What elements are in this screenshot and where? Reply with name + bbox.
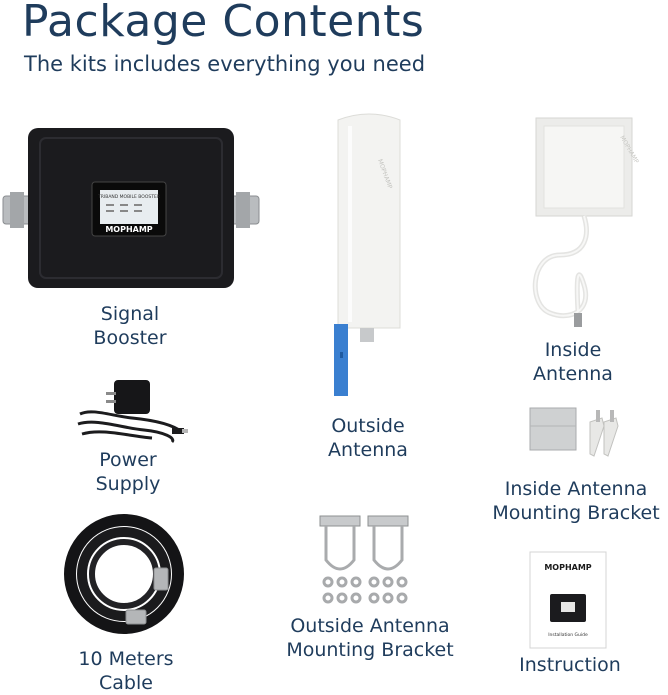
signal-booster-image: TRIBAND MOBILE BOOSTER MOPHAMP (2, 128, 260, 288)
page-subtitle: The kits includes everything you need (24, 52, 426, 76)
booster-brand-text: MOPHAMP (105, 225, 152, 234)
instruction-image: MOPHAMP Installation Guide (529, 551, 607, 649)
outside-antenna-image: MOPHAMP (334, 113, 401, 396)
cable-image (64, 514, 184, 634)
booster-screen-text: TRIBAND MOBILE BOOSTER (97, 194, 160, 200)
manual-guide-text: Installation Guide (548, 632, 588, 638)
inside-bracket-image (529, 407, 619, 457)
outside-bracket-image (319, 515, 409, 604)
label-instruction: Instruction (519, 654, 621, 676)
page-title: Package Contents (22, 0, 425, 47)
power-supply-image (77, 380, 188, 444)
manual-brand-text: MOPHAMP (544, 563, 591, 572)
inside-antenna-image: MOPHAMP (532, 117, 640, 327)
